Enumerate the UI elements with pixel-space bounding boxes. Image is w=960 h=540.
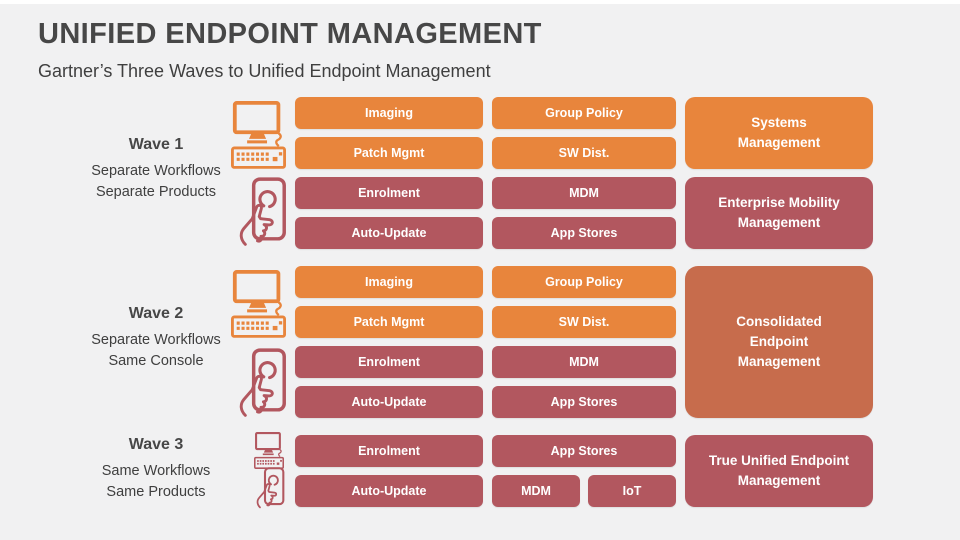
outcome-line: Systems [751,115,807,130]
top-strip [0,0,960,4]
page-subtitle: Gartner’s Three Waves to Unified Endpoin… [38,61,491,81]
desktop-computer-icon [254,432,284,469]
wave-2-description-line1: Separate Workflows [91,332,221,348]
capability-pill: IoT [588,475,676,507]
outcome-line: Management [737,135,821,150]
touch-phone-icon [237,348,287,417]
desktop-computer-icon [231,270,286,338]
capability-pill: App Stores [492,386,676,418]
wave-2-description-line2: Same Console [108,353,204,369]
capability-pill: Imaging [295,266,483,298]
outcome-line: True Unified Endpoint [708,453,850,468]
capability-pill: App Stores [492,217,676,249]
wave-2-title: Wave 2 [128,305,184,322]
wave-3-title: Wave 3 [128,436,184,453]
capability-pill: Auto-Update [295,217,483,249]
wave-1-description-line2: Separate Products [95,184,217,200]
capability-pill: Enrolment [295,177,483,209]
capability-pill: Enrolment [295,435,483,467]
wave-3-grid: True Unified Endpoint Management Enrolme… [295,435,873,507]
touch-phone-icon [237,177,287,246]
capability-pill: Group Policy [492,97,676,129]
page-title: UNIFIED ENDPOINT MANAGEMENT [38,18,542,50]
desktop-computer-icon [231,101,286,169]
capability-pill: MDM [492,475,580,507]
wave-1-description-line1: Separate Workflows [91,163,221,179]
wave-3-description-line1: Same Workflows [101,463,211,479]
outcome-line: Enterprise Mobility [718,195,840,210]
capability-pill: Patch Mgmt [295,137,483,169]
outcome-box-true-unified-endpoint-management: True Unified Endpoint Management [685,435,873,507]
outcome-box-enterprise-mobility-management: Enterprise Mobility Management [685,177,873,249]
wave-3-description-line2: Same Products [106,484,206,500]
outcome-line: Management [737,473,821,488]
outcome-line: Management [737,215,821,230]
capability-pill: Group Policy [492,266,676,298]
outcome-line: Management [737,354,821,369]
wave-2-label-block: Wave 2 Separate Workflows Same Console [30,305,282,372]
capability-pill: SW Dist. [492,306,676,338]
capability-pill: MDM [492,346,676,378]
touch-phone-icon [255,467,285,509]
split-pill-row: MDM IoT [492,475,676,507]
wave-1-label-block: Wave 1 Separate Workflows Separate Produ… [30,136,282,203]
capability-pill: Enrolment [295,346,483,378]
outcome-box-consolidated-endpoint-management: Consolidated Endpoint Management [685,266,873,418]
wave-1-title: Wave 1 [128,136,184,153]
capability-pill: Auto-Update [295,386,483,418]
capability-pill: MDM [492,177,676,209]
outcome-line: Endpoint [749,334,809,349]
wave-2-grid: Consolidated Endpoint Management Imaging… [295,266,873,418]
outcome-line: Consolidated [736,314,822,329]
capability-pill: SW Dist. [492,137,676,169]
capability-pill: Imaging [295,97,483,129]
capability-pill: Patch Mgmt [295,306,483,338]
wave-1-grid: Systems Management Enterprise Mobility M… [295,97,873,249]
wave-3-label-block: Wave 3 Same Workflows Same Products [30,436,282,503]
outcome-box-systems-management: Systems Management [685,97,873,169]
capability-pill: App Stores [492,435,676,467]
capability-pill: Auto-Update [295,475,483,507]
